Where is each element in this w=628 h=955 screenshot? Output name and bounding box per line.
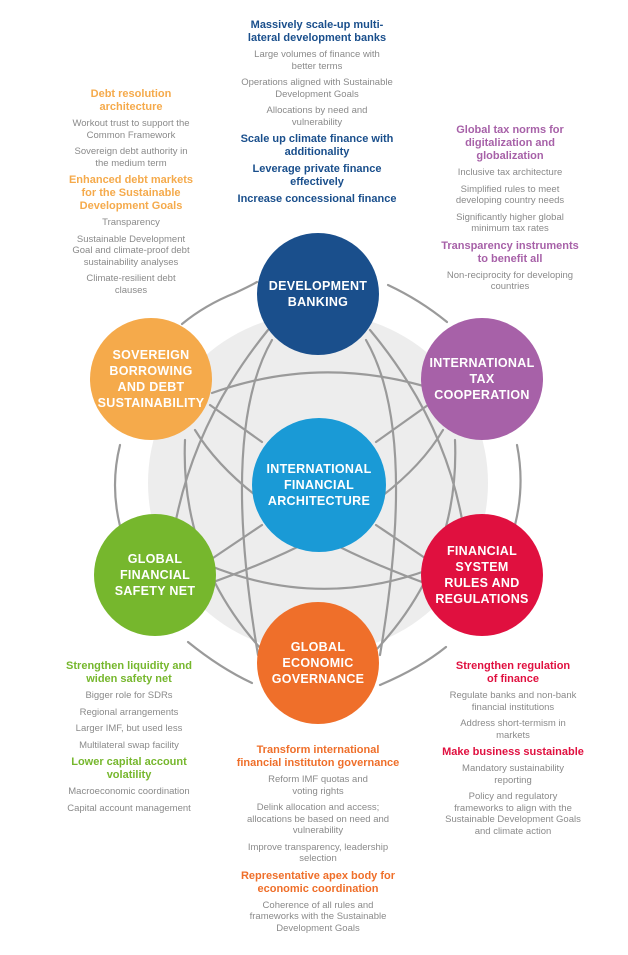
regulation-heading-1: Strengthen regulation of finance	[455, 660, 571, 685]
debt-item: Sovereign debt authority in the medium t…	[74, 146, 188, 169]
development-heading-1: Massively scale-up multi- lateral develo…	[247, 19, 387, 44]
debt-item: Workout trust to support the Common Fram…	[72, 118, 190, 141]
tax-heading-1: Global tax norms for digitalization and …	[456, 124, 564, 162]
spoke-tax-center	[374, 403, 430, 444]
ring-arc	[386, 283, 449, 324]
tax-item: Inclusive tax architecture	[457, 167, 563, 178]
tax-item: Non-reciprocity for developing countries	[446, 269, 574, 293]
international-tax-block: Global tax norms for digitalization and …	[428, 124, 592, 298]
governance-item: Coherence of all rules and frameworks wi…	[249, 899, 387, 934]
link-development-governance-left	[240, 338, 274, 657]
ring-arc	[186, 640, 254, 685]
development-banking-node: DEVELOPMENT BANKING	[257, 233, 379, 355]
development-item: Operations aligned with Sustainable Deve…	[241, 77, 393, 100]
governance-item: Improve transparency, leadership selecti…	[247, 841, 389, 865]
development-heading-3: Leverage private finance effectively	[252, 163, 382, 188]
safety-item: Multilateral swap facility	[79, 739, 179, 751]
debt-item: Climate-resilient debt clauses	[86, 273, 176, 296]
global-economic-governance-node: GLOBAL ECONOMIC GOVERNANCE	[257, 602, 379, 724]
debt-item: Sustainable Development Goal and climate…	[72, 233, 190, 268]
global-economic-governance-block: Transform international financial instit…	[216, 744, 420, 939]
development-item: Large volumes of finance with better ter…	[254, 49, 380, 72]
ring-arc	[233, 280, 259, 295]
safety-item: Bigger role for SDRs	[85, 690, 173, 701]
governance-item: Reform IMF quotas and voting rights	[268, 774, 368, 797]
international-tax-cooperation-node: INTERNATIONAL TAX COOPERATION	[421, 318, 543, 440]
safety-heading-2: Lower capital account volatility	[71, 756, 187, 781]
sovereign-debt-block: Debt resolution architecture Workout tru…	[55, 88, 207, 301]
international-tax-cooperation-label: INTERNATIONAL TAX COOPERATION	[429, 356, 535, 402]
safety-heading-1: Strengthen liquidity and widen safety ne…	[66, 660, 192, 685]
safety-item: Larger IMF, but used less	[75, 723, 183, 734]
international-financial-architecture-label: INTERNATIONAL FINANCIAL ARCHITECTURE	[266, 462, 372, 508]
development-heading-4: Increase concessional finance	[237, 193, 397, 205]
development-banking-block: Massively scale-up multi- lateral develo…	[214, 19, 420, 210]
governance-heading-2: Representative apex body for economic co…	[240, 869, 396, 895]
tax-heading-2: Transparency instruments to benefit all	[441, 239, 579, 265]
ring-arc	[378, 645, 448, 687]
governance-heading-1: Transform international financial instit…	[236, 744, 400, 769]
financial-system-rules-label: FINANCIAL SYSTEM RULES AND REGULATIONS	[435, 544, 529, 606]
ring-arc	[180, 291, 237, 326]
link-development-governance-right	[364, 338, 398, 657]
safety-item: Regional arrangements	[79, 706, 179, 718]
safety-item: Capital account management	[67, 802, 191, 814]
spoke-debt-center	[208, 403, 264, 444]
global-financial-safety-net-block: Strengthen liquidity and widen safety ne…	[50, 660, 208, 819]
safety-item: Macroeconomic coordination	[68, 786, 190, 797]
spoke-safety-center	[208, 523, 264, 562]
regulation-item: Mandatory sustainability reporting	[462, 763, 564, 786]
ring-arc	[113, 443, 122, 528]
global-financial-safety-net-label: GLOBAL FINANCIAL SAFETY NET	[114, 552, 196, 598]
link-debt-tax	[210, 371, 429, 395]
link-development-regulation	[368, 328, 465, 527]
ring-arc	[513, 443, 522, 527]
debt-item: Transparency	[102, 217, 160, 228]
global-financial-safety-net-node: GLOBAL FINANCIAL SAFETY NET	[94, 514, 216, 636]
development-item: Allocations by need and vulnerability	[266, 105, 368, 128]
debt-heading-1: Debt resolution architecture	[90, 88, 172, 113]
link-development-safety	[173, 328, 270, 527]
financial-regulation-block: Strengthen regulation of finance Regulat…	[428, 660, 598, 842]
development-banking-label: DEVELOPMENT BANKING	[268, 279, 368, 309]
regulation-item: Policy and regulatory frameworks to alig…	[445, 791, 581, 837]
tax-item: Simplified rules to meet developing coun…	[455, 183, 565, 207]
debt-heading-2: Enhanced debt markets for the Sustainabl…	[68, 174, 194, 212]
tax-item: Significantly higher global minimum tax …	[456, 211, 564, 235]
regulation-heading-2: Make business sustainable	[442, 746, 584, 758]
regulation-item: Address short-termism in markets	[460, 718, 566, 741]
global-economic-governance-label: GLOBAL ECONOMIC GOVERNANCE	[271, 640, 365, 686]
regulation-item: Regulate banks and non-bank financial in…	[449, 690, 577, 713]
development-heading-2: Scale up climate finance with additional…	[240, 133, 394, 158]
spoke-regulation-center	[374, 523, 430, 562]
international-financial-architecture-node: INTERNATIONAL FINANCIAL ARCHITECTURE	[252, 418, 386, 552]
financial-system-rules-node: FINANCIAL SYSTEM RULES AND REGULATIONS	[421, 514, 543, 636]
governance-item: Delink allocation and access; allocation…	[246, 802, 390, 836]
sovereign-borrowing-node: SOVEREIGN BORROWING AND DEBT SUSTAINABIL…	[90, 318, 212, 440]
sovereign-borrowing-label: SOVEREIGN BORROWING AND DEBT SUSTAINABIL…	[97, 348, 205, 410]
